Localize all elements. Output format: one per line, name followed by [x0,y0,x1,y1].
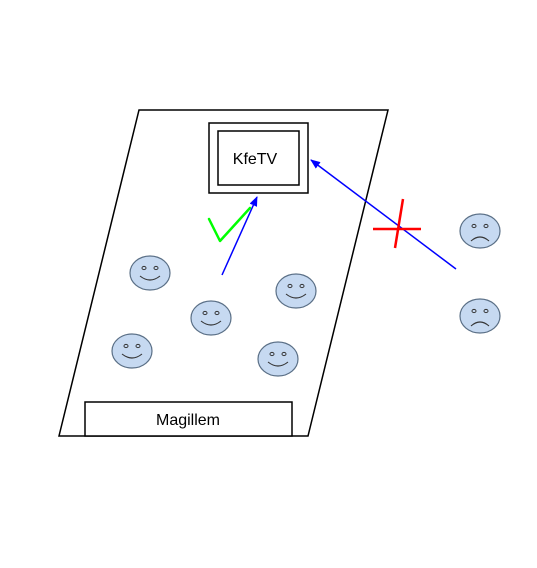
happy-face-icon [190,300,232,336]
tv-label: KfeTV [233,151,278,168]
internal-access-arrow [221,196,258,276]
platform-label: Magillem [156,412,220,429]
platform-label-frame [84,401,293,437]
tv-inner-frame [217,130,300,186]
inside-users-group [111,255,317,377]
external-access-arrow [310,159,457,270]
tv-box: KfeTV [208,122,309,194]
platform-label-box: Magillem [84,401,293,437]
outside-users-group [459,213,501,334]
sad-face-icon [459,298,501,334]
sad-face-icon [459,213,501,249]
happy-face-icon [111,333,153,369]
happy-face-icon [275,273,317,309]
cross-mark-icon [373,198,421,249]
happy-face-icon [129,255,171,291]
check-mark-icon [207,206,252,243]
cross-mark-bar-slanted [393,198,405,249]
happy-face-icon [257,341,299,377]
